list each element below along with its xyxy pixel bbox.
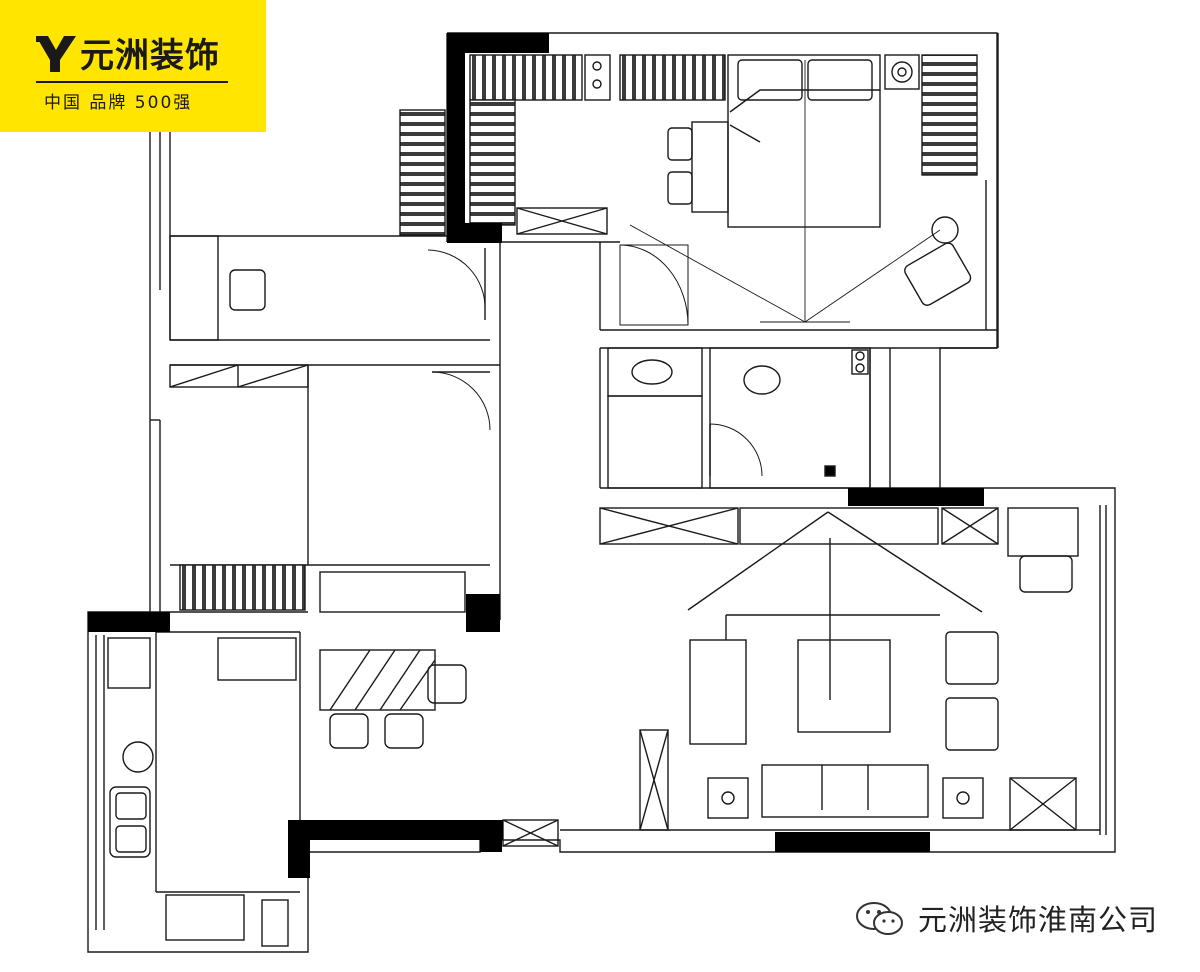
watermark: 元洲装饰淮南公司 — [850, 898, 1158, 938]
y-logo-mark-icon — [36, 36, 76, 72]
brand-logo: 元洲装饰 中国 品牌 500强 — [0, 0, 266, 132]
master-bedroom — [446, 33, 997, 349]
brand-slogan: 中国 品牌 500强 — [44, 93, 193, 113]
load-bearing-walls — [88, 33, 984, 878]
logo-divider — [36, 81, 228, 83]
brand-name: 元洲装饰 — [80, 36, 220, 76]
sofa — [761, 764, 929, 818]
bathroom — [599, 347, 940, 489]
double-bed — [727, 54, 881, 228]
study-room — [169, 99, 516, 620]
living-room — [502, 507, 1100, 847]
dining-area — [319, 649, 467, 749]
watermark-text: 元洲装饰淮南公司 — [918, 903, 1159, 937]
bedroom-2 — [169, 364, 500, 613]
wechat-icon — [856, 902, 903, 935]
kitchen — [107, 611, 308, 947]
